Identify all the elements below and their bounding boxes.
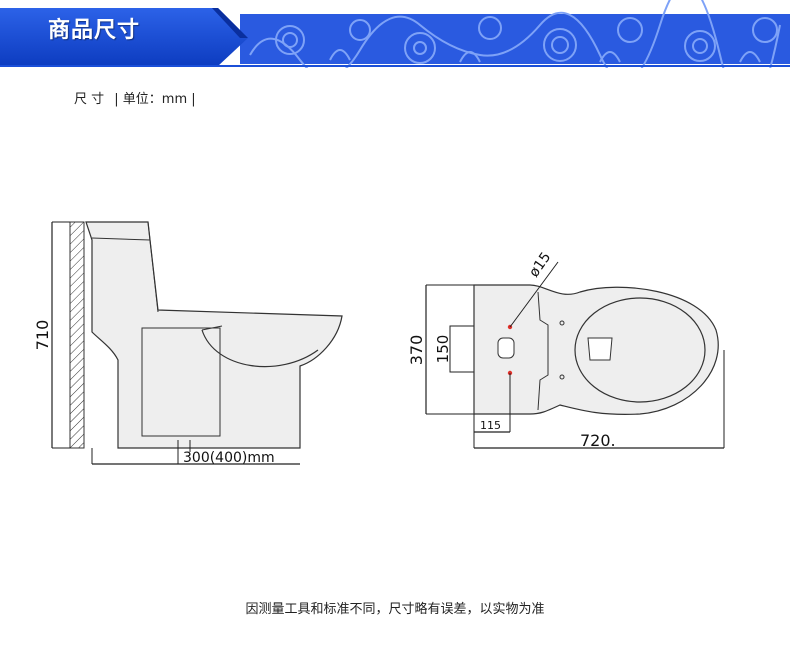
trap-outline — [141, 327, 221, 437]
wall-hatch — [69, 221, 85, 449]
page-title: 商品尺寸 — [48, 18, 141, 43]
side-view: 710 300(400)mm — [33, 221, 343, 466]
unit-label: | 单位：mm | — [114, 92, 196, 107]
disclaimer-note: 因测量工具和标准不同，尺寸略有误差，以实物为准 — [245, 602, 545, 617]
seat-ellipse — [574, 297, 706, 403]
height-label: 710 — [33, 320, 52, 351]
base-label: 300(400)mm — [183, 450, 275, 466]
length-label: 720. — [580, 431, 616, 450]
size-label: 尺 寸 — [74, 92, 105, 107]
diameter-label: ø15 — [526, 249, 554, 280]
header-pattern — [0, 0, 790, 68]
dimension-drawing: 710 300(400)mm 370 150 — [33, 221, 725, 466]
offset-label: 115 — [480, 419, 501, 432]
outlet-hole — [497, 337, 515, 359]
inner-label: 150 — [434, 335, 452, 364]
header-banner: 商品尺寸 — [0, 0, 790, 68]
drain-outline — [587, 337, 613, 361]
top-view: 370 150 ø15 115 720. — [407, 249, 725, 450]
width-label: 370 — [407, 335, 426, 366]
unit-line: 尺 寸 | 单位：mm | — [74, 88, 202, 107]
